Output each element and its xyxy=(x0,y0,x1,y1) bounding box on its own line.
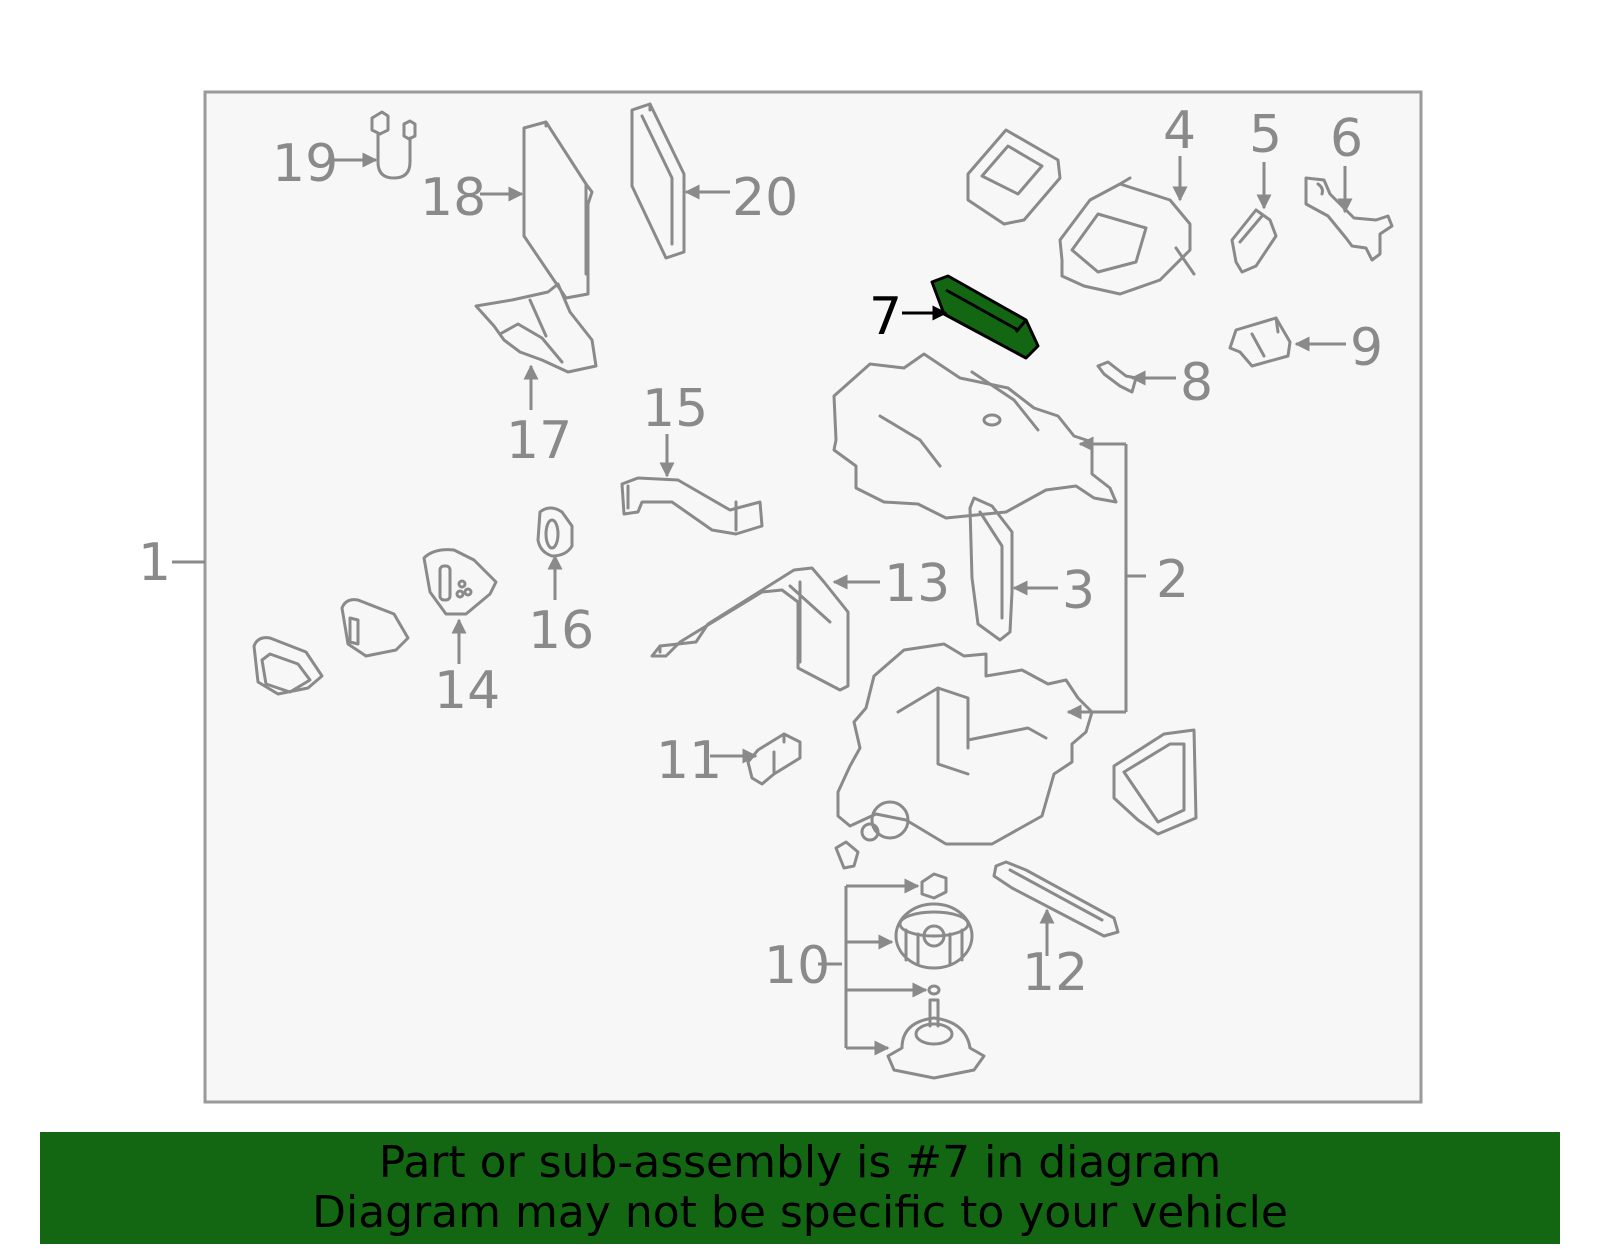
callout-label-5: 5 xyxy=(1249,105,1282,165)
part-12-icon[interactable] xyxy=(992,860,1120,938)
callout-16[interactable]: 16 xyxy=(528,554,594,661)
callout-label-2: 2 xyxy=(1156,550,1189,610)
callout-4[interactable]: 4 xyxy=(1163,101,1196,202)
part-17-icon[interactable] xyxy=(474,282,598,374)
part-11-icon[interactable] xyxy=(746,732,802,786)
banner-line-2: Diagram may not be specific to your vehi… xyxy=(312,1187,1288,1238)
banner-line-1: Part or sub-assembly is #7 in diagram xyxy=(378,1137,1222,1188)
callout-19[interactable]: 19 xyxy=(272,134,378,194)
callout-6[interactable]: 6 xyxy=(1330,109,1363,214)
highlight-banner: Part or sub-assembly is #7 in diagram Di… xyxy=(40,1132,1560,1244)
part-19-icon[interactable] xyxy=(370,110,417,180)
callout-3[interactable]: 3 xyxy=(1012,561,1095,621)
callout-label-19: 19 xyxy=(272,134,338,194)
part-5-icon[interactable] xyxy=(1230,208,1278,274)
callout-label-4: 4 xyxy=(1163,101,1196,161)
callout-label-6: 6 xyxy=(1330,109,1363,169)
part-7-icon[interactable] xyxy=(930,274,1040,360)
part-3-icon[interactable] xyxy=(968,496,1014,642)
callout-label-12: 12 xyxy=(1022,943,1088,1003)
callout-5[interactable]: 5 xyxy=(1249,105,1282,210)
callout-label-7: 7 xyxy=(869,287,902,347)
side-seal-icon[interactable] xyxy=(1112,728,1198,836)
part-18-icon[interactable] xyxy=(522,120,594,300)
upper-case-icon[interactable] xyxy=(832,352,1118,520)
lower-case-icon[interactable] xyxy=(834,642,1094,870)
callout-label-14: 14 xyxy=(434,661,500,721)
callout-label-10: 10 xyxy=(764,936,830,996)
callout-20[interactable]: 20 xyxy=(684,168,798,228)
callout-13[interactable]: 13 xyxy=(832,554,950,614)
callout-label-15: 15 xyxy=(642,379,708,439)
part-15-icon[interactable] xyxy=(620,476,764,536)
callout-11[interactable]: 11 xyxy=(656,731,758,791)
callout-18[interactable]: 18 xyxy=(420,168,524,228)
callout-label-13: 13 xyxy=(884,554,950,614)
callout-label-20: 20 xyxy=(732,168,798,228)
callout-label-9: 9 xyxy=(1350,318,1383,378)
callout-9[interactable]: 9 xyxy=(1294,318,1383,378)
callout-17[interactable]: 17 xyxy=(506,364,572,471)
callout-label-8: 8 xyxy=(1180,353,1213,413)
callout-1[interactable]: 1 xyxy=(138,533,205,593)
part-4-icon[interactable] xyxy=(966,128,1196,296)
callout-8[interactable]: 8 xyxy=(1130,353,1213,413)
part-16-icon[interactable] xyxy=(536,506,574,558)
callout-10[interactable]: 10 xyxy=(764,878,928,1056)
callout-14[interactable]: 14 xyxy=(434,618,500,721)
part-10-icon[interactable] xyxy=(886,872,986,1080)
callout-label-18: 18 xyxy=(420,168,486,228)
callout-label-16: 16 xyxy=(528,601,594,661)
callout-7[interactable]: 7 xyxy=(869,287,948,347)
callout-label-3: 3 xyxy=(1062,561,1095,621)
part-14-icon[interactable] xyxy=(252,548,498,696)
part-20-icon[interactable] xyxy=(630,102,686,260)
diagram-background xyxy=(203,90,1423,1104)
callout-label-1: 1 xyxy=(138,533,171,593)
part-13-icon[interactable] xyxy=(650,566,850,692)
callout-2[interactable]: 2 xyxy=(1066,436,1189,720)
callout-15[interactable]: 15 xyxy=(642,379,708,478)
part-9-icon[interactable] xyxy=(1228,316,1292,368)
callout-label-11: 11 xyxy=(656,731,722,791)
callout-label-17: 17 xyxy=(506,411,572,471)
callout-12[interactable]: 12 xyxy=(1022,908,1088,1003)
